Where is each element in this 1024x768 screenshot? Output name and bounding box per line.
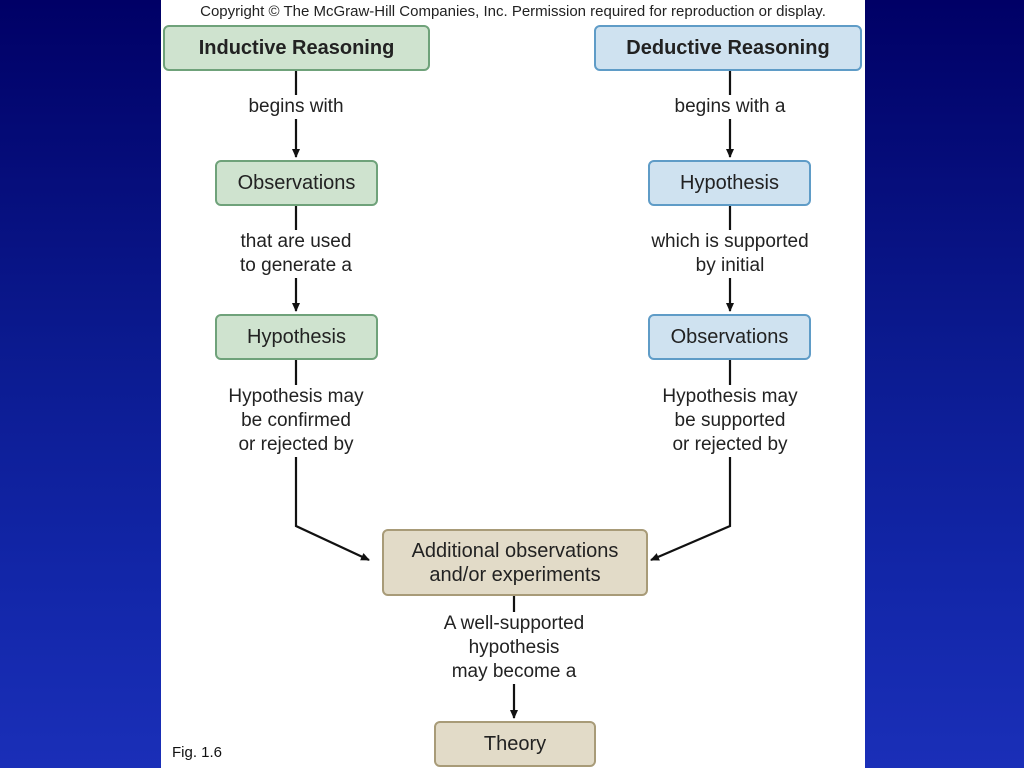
deductive-reasoning-title: Deductive Reasoning bbox=[594, 25, 862, 71]
inductive-link-confirmed-rejected: Hypothesis may be confirmed or rejected … bbox=[211, 385, 381, 457]
deductive-link-begins-with-a: begins with a bbox=[660, 95, 800, 119]
inductive-reasoning-title: Inductive Reasoning bbox=[163, 25, 430, 71]
theory-box: Theory bbox=[434, 721, 596, 767]
convergence-link-theory: A well-supported hypothesis may become a bbox=[424, 612, 604, 684]
deductive-link-supported-rejected: Hypothesis may be supported or rejected … bbox=[645, 385, 815, 457]
deductive-observations-box: Observations bbox=[648, 314, 811, 360]
deductive-link-supported-initial: which is supported by initial bbox=[635, 230, 825, 278]
slide-panel: Copyright © The McGraw-Hill Companies, I… bbox=[161, 0, 865, 768]
additional-observations-box: Additional observations and/or experimen… bbox=[382, 529, 648, 596]
figure-caption: Fig. 1.6 bbox=[172, 744, 223, 761]
copyright-notice: Copyright © The McGraw-Hill Companies, I… bbox=[200, 3, 826, 20]
inductive-hypothesis-box: Hypothesis bbox=[215, 314, 378, 360]
inductive-observations-box: Observations bbox=[215, 160, 378, 206]
inductive-link-generate: that are used to generate a bbox=[221, 230, 371, 278]
inductive-link-begins-with: begins with bbox=[236, 95, 356, 119]
deductive-hypothesis-box: Hypothesis bbox=[648, 160, 811, 206]
